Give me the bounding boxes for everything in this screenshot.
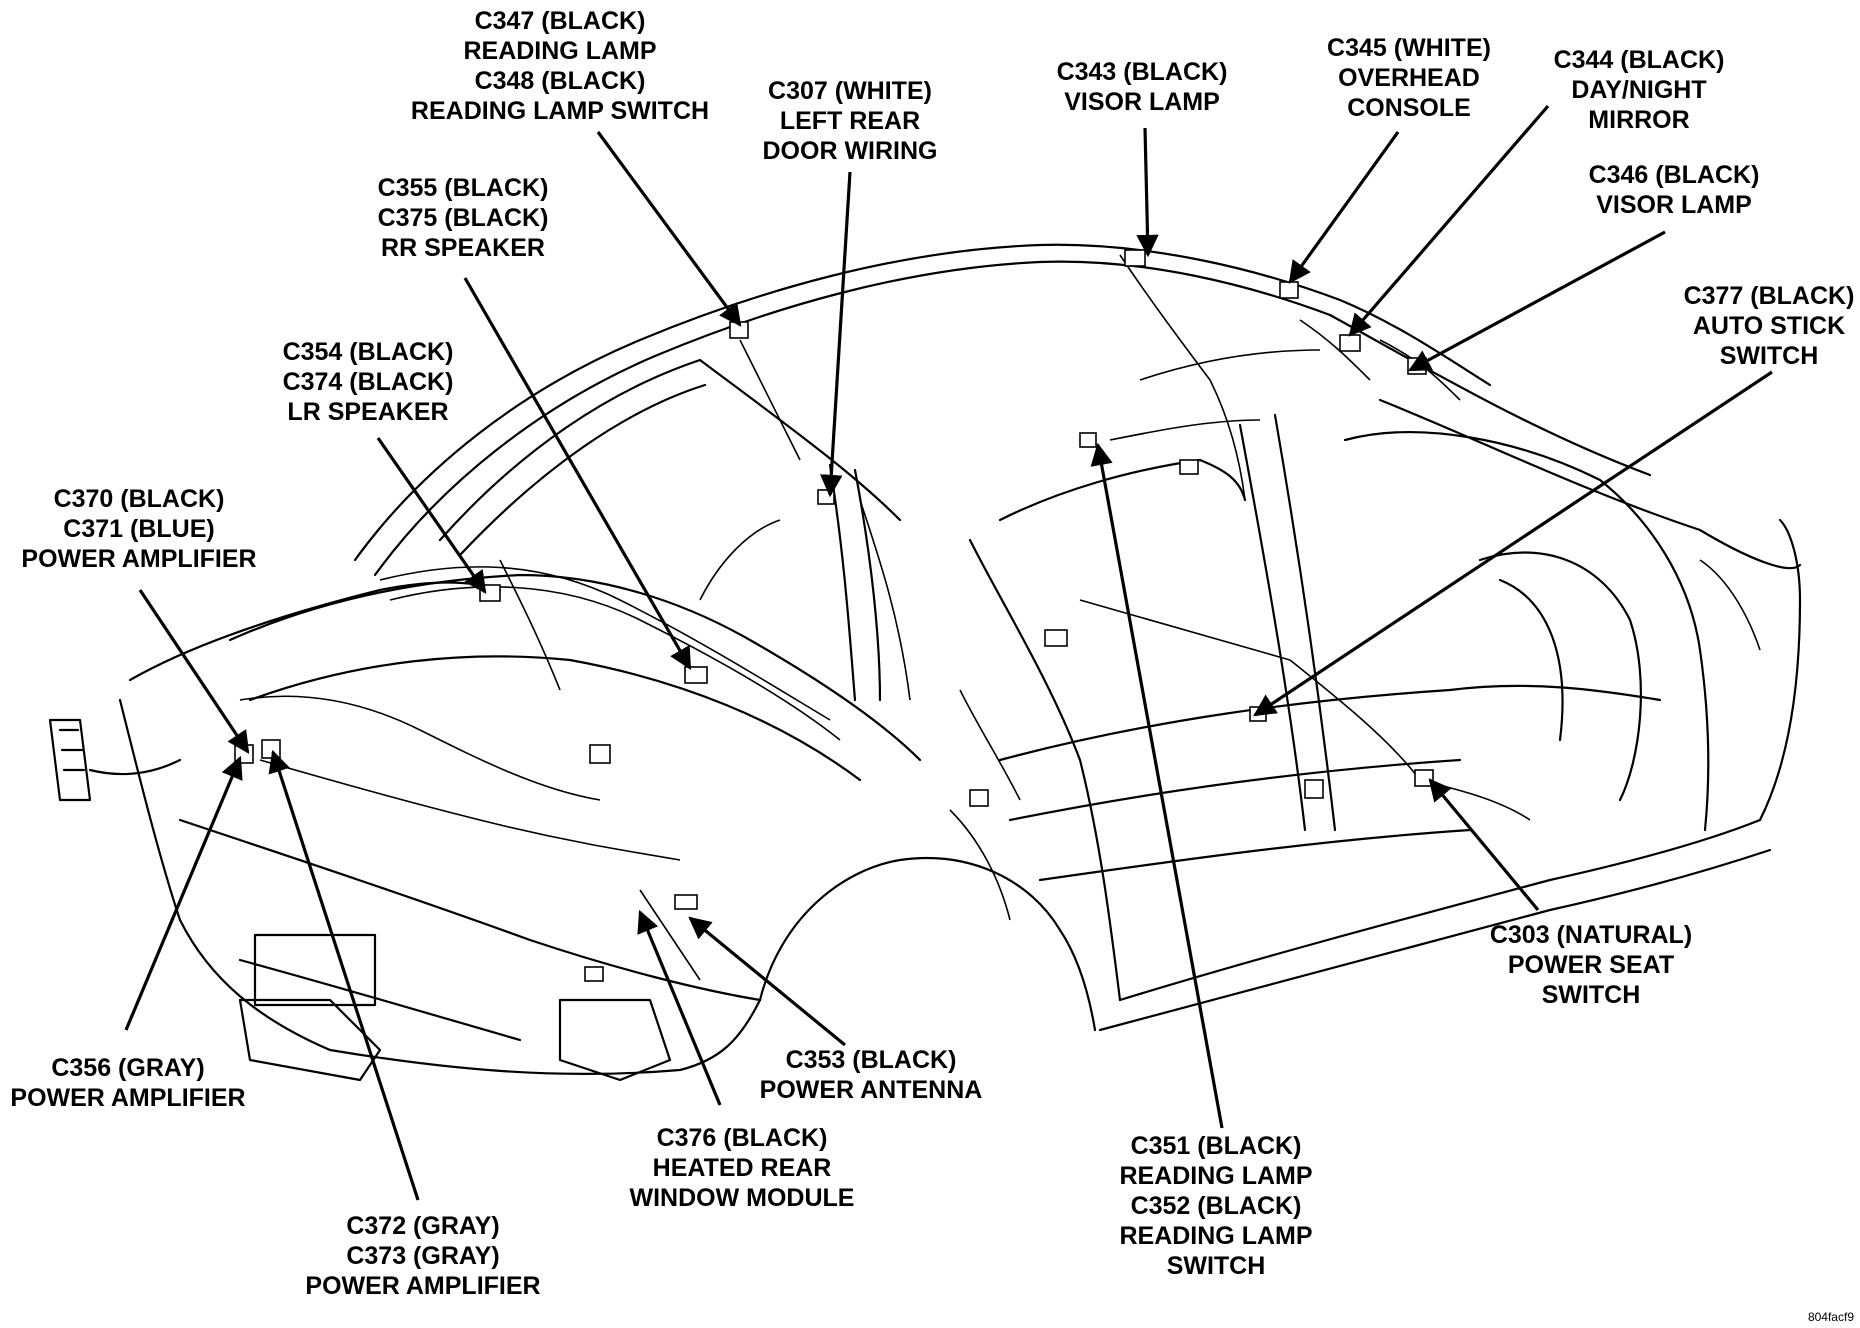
callout-c376: C376 (BLACK) HEATED REAR WINDOW MODULE bbox=[629, 1124, 855, 1212]
callout-c377: C377 (BLACK) AUTO STICK SWITCH bbox=[1683, 282, 1855, 370]
callout-c307: C307 (WHITE) LEFT REAR DOOR WIRING bbox=[762, 77, 938, 165]
leader-arrows bbox=[124, 104, 1773, 1201]
callout-c353: C353 (BLACK) POWER ANTENNA bbox=[759, 1046, 983, 1104]
callout-c354: C354 (BLACK) C374 (BLACK) LR SPEAKER bbox=[282, 338, 454, 426]
callout-c356: C356 (GRAY) POWER AMPLIFIER bbox=[10, 1054, 246, 1112]
callout-c347: C347 (BLACK) READING LAMP C348 (BLACK) R… bbox=[410, 7, 710, 125]
callout-c351: C351 (BLACK) READING LAMP C352 (BLACK) R… bbox=[1119, 1132, 1313, 1280]
callout-c370: C370 (BLACK) C371 (BLUE) POWER AMPLIFIER bbox=[21, 485, 257, 573]
figure-code: 804facf9 bbox=[1807, 1310, 1854, 1324]
callout-c372: C372 (GRAY) C373 (GRAY) POWER AMPLIFIER bbox=[305, 1212, 541, 1300]
callout-c355: C355 (BLACK) C375 (BLACK) RR SPEAKER bbox=[377, 174, 549, 262]
callout-c346: C346 (BLACK) VISOR LAMP bbox=[1588, 161, 1760, 219]
wiring-harness bbox=[239, 254, 1761, 981]
callout-c343: C343 (BLACK) VISOR LAMP bbox=[1056, 58, 1228, 116]
callout-c303: C303 (NATURAL) POWER SEAT SWITCH bbox=[1489, 921, 1693, 1009]
callout-c344: C344 (BLACK) DAY/NIGHT MIRROR bbox=[1553, 46, 1725, 134]
callout-c345: C345 (WHITE) OVERHEAD CONSOLE bbox=[1327, 34, 1491, 122]
